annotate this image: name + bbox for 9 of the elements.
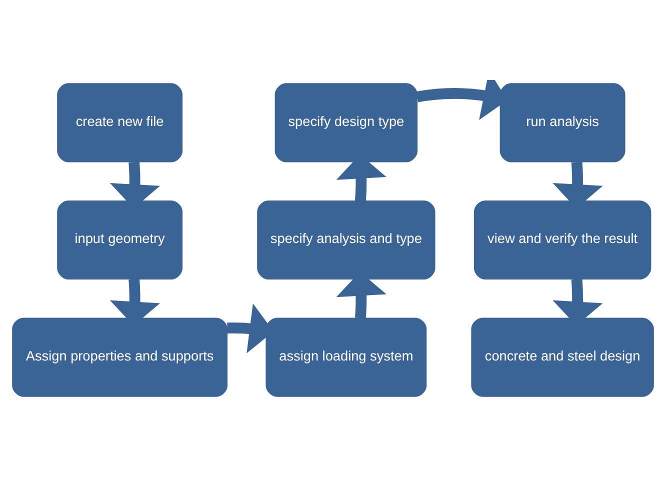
node-box: run analysis: [500, 82, 626, 162]
node-box: Assign properties and supports: [12, 317, 228, 396]
node-box: concrete and steel design: [471, 317, 654, 396]
node-box: view and verify the result: [474, 200, 652, 280]
node-box: assign loading system: [266, 317, 427, 396]
node-box: input geometry: [57, 200, 183, 280]
node-box: create new file: [57, 82, 183, 162]
node-box: specify design type: [274, 82, 418, 162]
node-box: specify analysis and type: [257, 200, 436, 280]
